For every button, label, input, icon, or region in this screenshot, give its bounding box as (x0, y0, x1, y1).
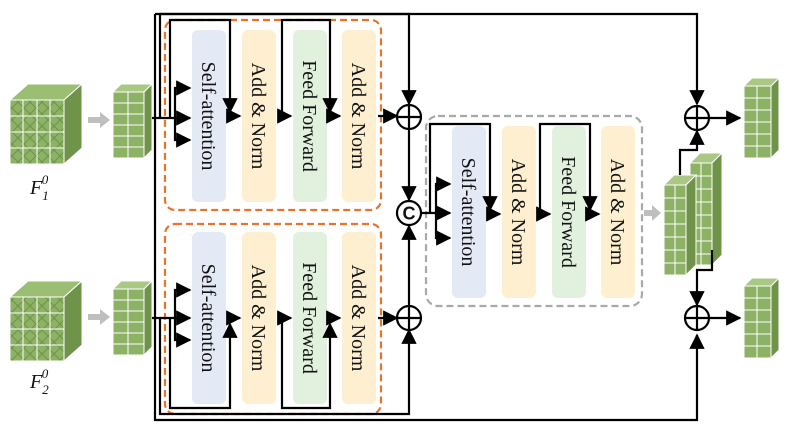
fusion-self-attention-block (452, 126, 486, 298)
encoder1-add-norm-1-block (242, 30, 276, 202)
input-cube-f1 (8, 82, 84, 166)
concat-symbol: C (403, 204, 416, 224)
encoder2-feed-forward-label: Feed Forward (298, 262, 320, 374)
output-add-node-top (683, 104, 711, 132)
bottom-skip-connection (153, 14, 705, 422)
fusion-add-norm-2-block (601, 126, 635, 298)
fused-token-stacks (662, 151, 724, 277)
fusion-add-norm-1-label: Add & Norm (507, 159, 529, 266)
fusion-feed-forward-label: Feed Forward (557, 156, 579, 268)
encoder2-add-norm-1-block (242, 232, 276, 404)
encoder1-add-norm-2-block (342, 30, 376, 202)
encoder1-add-norm-2-label: Add & Norm (347, 63, 369, 170)
concat-node: C (395, 199, 423, 227)
encoder1-feed-forward-block (293, 30, 327, 202)
gray-arrow-f1 (88, 112, 110, 128)
encoder1-self-attention-label: Self-attention (197, 62, 219, 171)
encoder2-self-attention-block (192, 232, 226, 404)
output-token-stack-2 (742, 276, 781, 360)
token-stack-2 (111, 279, 154, 357)
top-skip-connection (155, 12, 705, 106)
input-cube-f2 (8, 279, 84, 363)
encoder2-add-norm-1-label: Add & Norm (247, 265, 269, 372)
encoder1-add-norm-1-label: Add & Norm (247, 63, 269, 170)
input-label-f1: F10 (29, 172, 49, 203)
encoder-block-1 (163, 18, 383, 212)
encoder2-add-norm-2-block (342, 232, 376, 404)
add-node-top (395, 103, 423, 131)
fusion-self-attention-label: Self-attention (457, 158, 479, 267)
fusion-feed-forward-block (552, 126, 586, 298)
encoder1-connections (152, 12, 417, 148)
fusion-add-norm-1-block (502, 126, 536, 298)
input-label-f2: F20 (29, 366, 49, 397)
add-node-bottom (395, 304, 423, 332)
output-token-stack-1 (742, 76, 781, 160)
encoder2-connections (152, 282, 417, 416)
fusion-connections (421, 122, 601, 246)
fused-to-top-add (678, 129, 705, 175)
token-stack-1 (111, 82, 154, 160)
gray-arrow-fusion-out (644, 205, 661, 221)
encoder2-feed-forward-block (293, 232, 327, 404)
encoder2-add-norm-2-label: Add & Norm (347, 265, 369, 372)
output-add-node-bottom (683, 304, 711, 332)
fusion-add-norm-2-label: Add & Norm (606, 159, 628, 266)
encoder1-feed-forward-label: Feed Forward (298, 60, 320, 172)
encoder2-self-attention-label: Self-attention (197, 264, 219, 373)
gray-arrow-f2 (88, 309, 110, 325)
fused-to-bottom-add (689, 250, 714, 307)
encoder1-self-attention-block (192, 30, 226, 202)
